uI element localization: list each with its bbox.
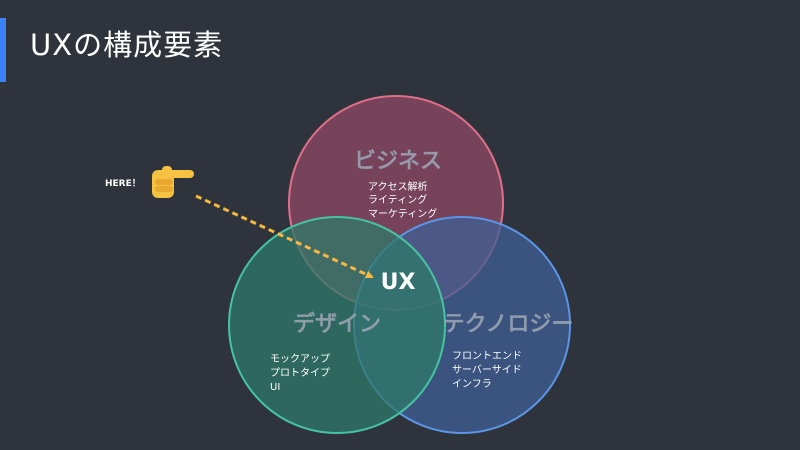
design-title: デザイン bbox=[293, 311, 381, 337]
design-item: プロトタイプ bbox=[270, 367, 330, 379]
here-label: HERE！ bbox=[105, 178, 141, 189]
technology-title: テクノロジー bbox=[443, 312, 574, 337]
pointing-hand-icon bbox=[152, 166, 194, 198]
technology-item: フロントエンド bbox=[452, 351, 522, 362]
design-item: UI bbox=[270, 382, 280, 393]
business-item: アクセス解析 bbox=[368, 180, 428, 193]
business-item: マーケティング bbox=[368, 207, 437, 220]
technology-item: サーバーサイド bbox=[452, 364, 522, 376]
dashed-arrow bbox=[195, 194, 374, 279]
business-item: ライティング bbox=[368, 193, 427, 206]
slide-title: UXの構成要素 bbox=[30, 28, 224, 62]
technology-item: インフラ bbox=[452, 378, 492, 390]
title-accent-bar bbox=[0, 18, 6, 82]
ux-center-label: UX bbox=[381, 270, 416, 295]
design-item: モックアップ bbox=[270, 353, 330, 365]
circle-design bbox=[228, 216, 446, 434]
business-title: ビジネス bbox=[354, 149, 442, 174]
